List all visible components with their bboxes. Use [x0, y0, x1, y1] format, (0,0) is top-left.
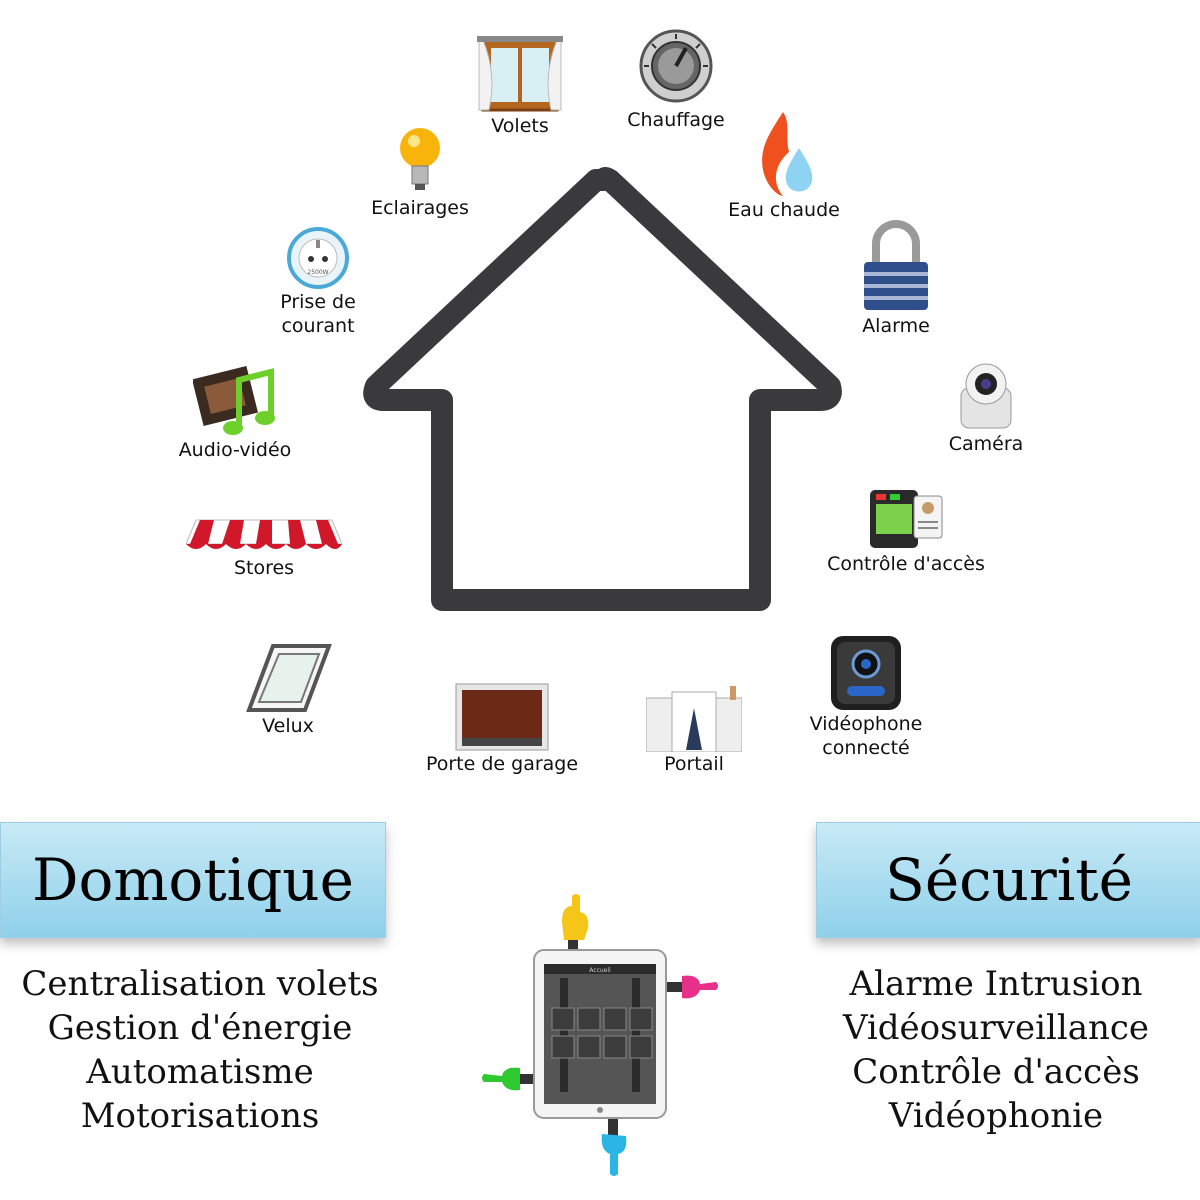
device-controle-acces: Contrôle d'accès: [826, 486, 986, 576]
video-doorphone-icon: [831, 636, 901, 710]
skylight-icon: [246, 644, 332, 712]
device-audio-video: Audio-vidéo: [170, 362, 300, 462]
videophone-label: Vidéophone connecté: [809, 713, 923, 759]
securite-item: Alarme Intrusion: [849, 964, 1143, 1004]
alarme-label: Alarme: [862, 315, 930, 337]
device-portail: Portail: [636, 682, 752, 776]
controle-acces-label: Contrôle d'accès: [827, 553, 985, 575]
device-prise: 2500W Prise de courant: [258, 226, 378, 338]
device-eau-chaude: Eau chaude: [724, 108, 844, 222]
device-videophone: Vidéophone connecté: [806, 634, 926, 760]
domotique-item: Motorisations: [80, 1096, 320, 1136]
device-velux: Velux: [238, 642, 338, 738]
securite-item: Contrôle d'accès: [852, 1052, 1140, 1092]
domotique-item: Centralisation volets: [21, 964, 379, 1004]
device-stores: Stores: [184, 514, 344, 580]
power-socket-icon: 2500W: [287, 227, 349, 289]
volets-label: Volets: [491, 115, 549, 137]
stores-label: Stores: [233, 557, 295, 579]
domotique-banner: Domotique: [0, 822, 386, 938]
tablet-header-text: Accueil: [589, 967, 611, 974]
domotique-item: Gestion d'énergie: [47, 1008, 353, 1048]
gate-icon: [646, 686, 742, 752]
portail-label: Portail: [664, 753, 724, 775]
device-eclairages: Eclairages: [360, 124, 480, 220]
access-control-icon: [870, 490, 943, 548]
garage-door-icon: [455, 683, 549, 751]
security-camera-icon: [960, 363, 1012, 429]
film-music-icon: [193, 365, 275, 435]
socket-rating-text: 2500W: [307, 269, 328, 276]
device-chauffage: Chauffage: [616, 28, 736, 132]
device-camera: Caméra: [926, 358, 1046, 456]
audio-video-label: Audio-vidéo: [178, 439, 292, 461]
thermostat-dial-icon: [639, 29, 713, 103]
cyan-hand-icon: [601, 1118, 627, 1176]
flame-drop-icon: [762, 112, 813, 196]
camera-label: Caméra: [948, 433, 1024, 455]
light-bulb-icon: [400, 128, 440, 190]
green-hand-icon: [482, 1067, 536, 1091]
domotique-title: Domotique: [31, 846, 354, 914]
device-alarme: Alarme: [836, 218, 956, 338]
window-curtain-icon: [477, 36, 563, 112]
domotique-item: Automatisme: [86, 1052, 314, 1092]
eclairages-label: Eclairages: [371, 197, 469, 219]
porte-garage-label: Porte de garage: [425, 753, 579, 775]
velux-label: Velux: [262, 715, 314, 737]
prise-label: Prise de courant: [280, 291, 356, 337]
securite-title: Sécurité: [885, 846, 1133, 914]
securite-item: Vidéosurveillance: [842, 1008, 1150, 1048]
padlock-icon: [864, 220, 928, 310]
awning-icon: [186, 519, 342, 549]
domotique-list: Centralisation volets Gestion d'énergie …: [0, 962, 400, 1138]
securite-list: Alarme Intrusion Vidéosurveillance Contr…: [796, 962, 1196, 1138]
device-volets: Volets: [460, 34, 580, 138]
eau-chaude-label: Eau chaude: [728, 199, 840, 221]
tablet-icon: Accueil: [482, 894, 718, 1176]
pink-hand-icon: [666, 975, 718, 999]
securite-banner: Sécurité: [816, 822, 1200, 938]
chauffage-label: Chauffage: [627, 109, 725, 131]
securite-item: Vidéophonie: [888, 1096, 1104, 1136]
device-porte-garage: Porte de garage: [420, 682, 584, 776]
house-outline: [363, 167, 842, 611]
